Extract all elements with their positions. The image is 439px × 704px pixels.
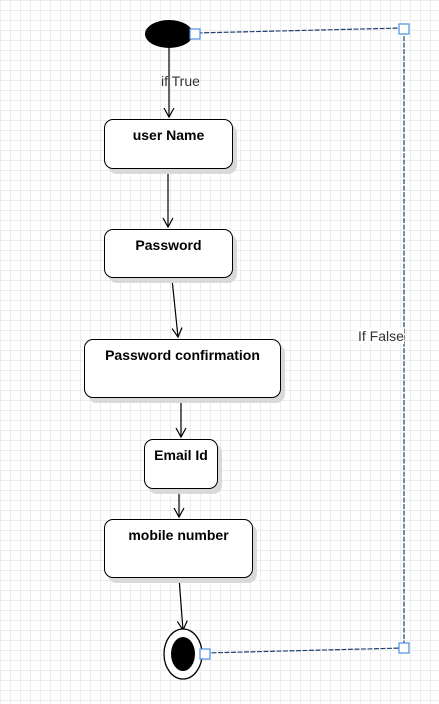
edge-label-if-false: If False — [358, 328, 404, 344]
action-password-confirmation-label: Password confirmation — [105, 347, 260, 363]
initial-node[interactable] — [145, 20, 193, 48]
edge-end-to-start-loop — [194, 27, 405, 654]
edge-label-if-true: if True — [161, 73, 200, 89]
final-node-inner-dot — [171, 637, 195, 671]
edge-password-to-confirmation — [171, 278, 183, 339]
action-mobile-number-label: mobile number — [128, 527, 229, 543]
edge-handle-start[interactable] — [189, 28, 201, 40]
action-password-label: Password — [135, 237, 202, 253]
edge-handle-corner-bottom[interactable] — [398, 642, 410, 654]
action-username-label: user Name — [132, 127, 205, 143]
action-username[interactable]: user Name — [104, 119, 233, 169]
edge-handle-end[interactable] — [199, 648, 211, 660]
action-password-confirmation[interactable]: Password confirmation — [84, 339, 281, 398]
action-email-id-label: Email Id — [154, 447, 208, 463]
action-email-id[interactable]: Email Id — [144, 439, 218, 489]
edge-mobile-to-end — [176, 577, 188, 632]
edge-handle-corner-top[interactable] — [398, 23, 410, 35]
action-password[interactable]: Password — [104, 229, 233, 278]
action-mobile-number[interactable]: mobile number — [104, 519, 253, 578]
